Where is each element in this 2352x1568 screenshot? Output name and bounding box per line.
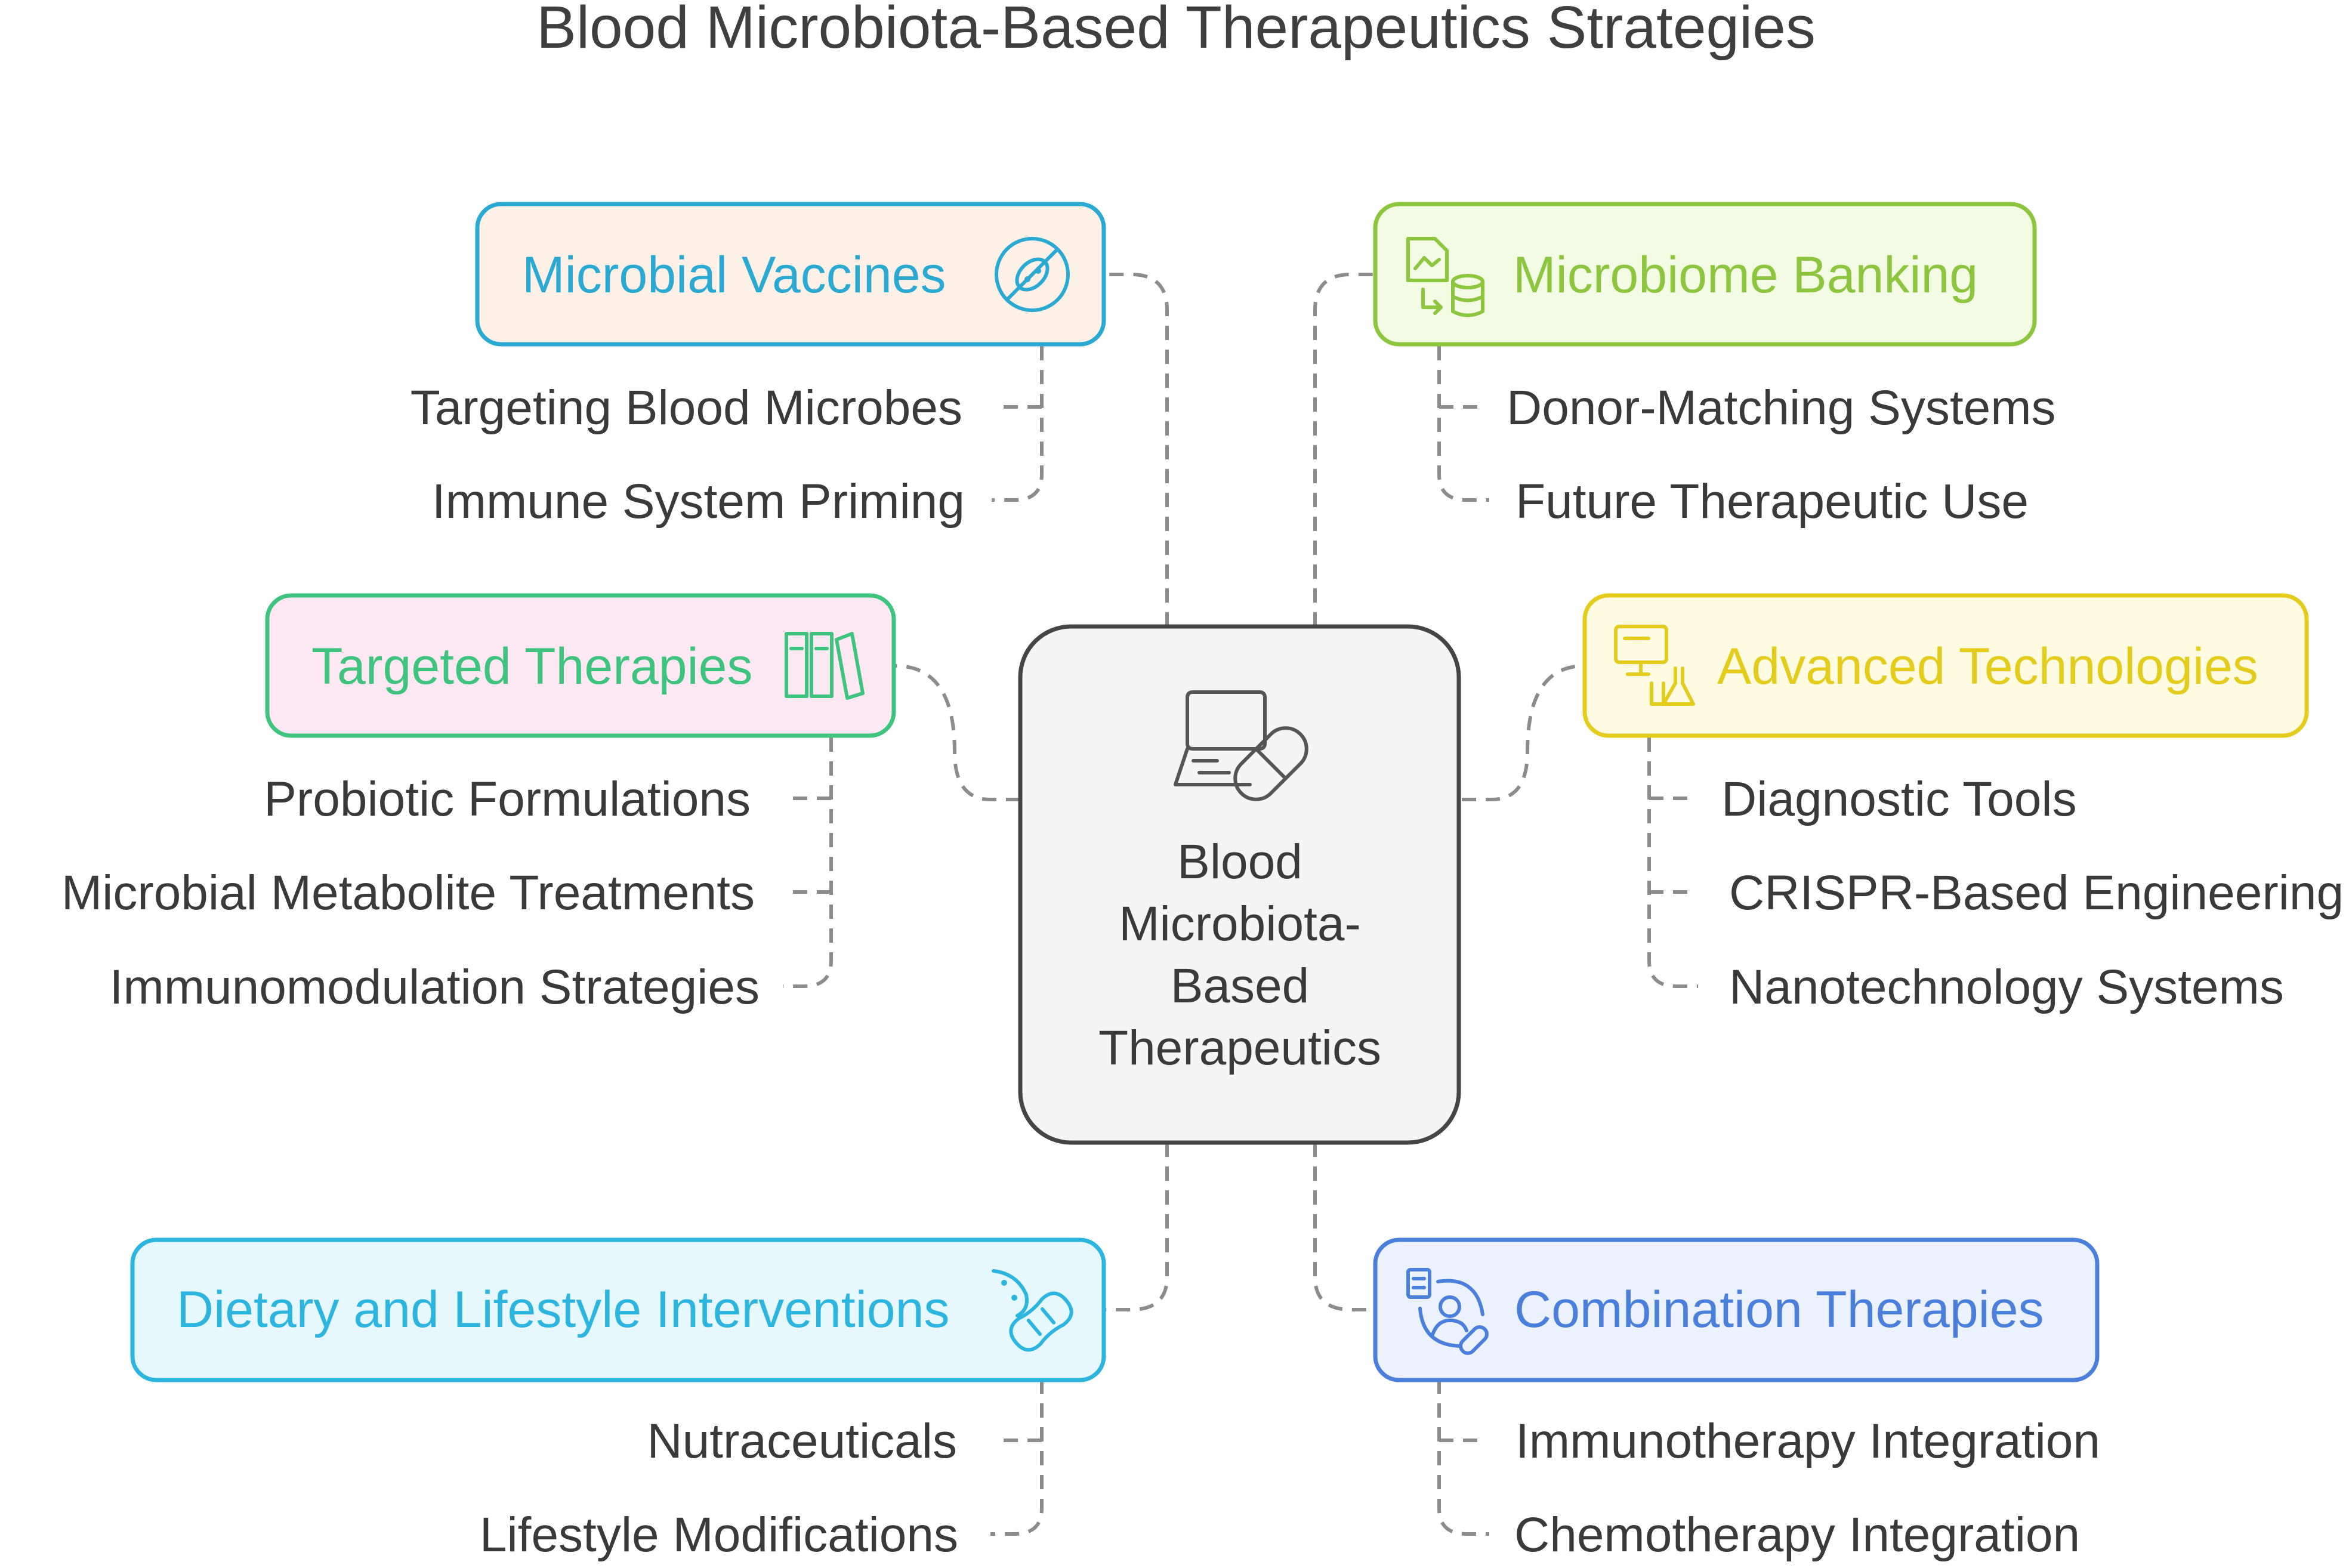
card-advanced-technologies-label: Advanced Technologies — [1717, 638, 2258, 695]
card-dietary-lifestyle: Dietary and Lifestyle Interventions — [130, 1237, 1106, 1382]
card-dietary-lifestyle-label: Dietary and Lifestyle Interventions — [177, 1281, 949, 1338]
center-node: Blood Microbiota- Based Therapeutics — [1018, 624, 1461, 1145]
computer-flask-icon — [1614, 625, 1695, 706]
connector-center-advanced-technologies — [1462, 664, 1585, 801]
card-microbiome-banking-box — [1373, 202, 2037, 347]
patient-pill-icon — [1406, 1268, 1489, 1355]
books-icon — [785, 632, 865, 700]
connector-combination-therapies-items — [1437, 1379, 1489, 1536]
laptop-pill-icon — [1174, 690, 1308, 801]
dietary-lifestyle-item-1: Nutraceuticals — [647, 1414, 957, 1468]
connector-microbiome-banking-items — [1437, 346, 1489, 502]
combination-therapies-item-2: Chemotherapy Integration — [1514, 1508, 2080, 1562]
microbiome-banking-item-1: Donor-Matching Systems — [1507, 381, 2056, 435]
card-microbiome-banking: Microbiome Banking — [1373, 202, 2037, 347]
card-microbiome-banking-label: Microbiome Banking — [1513, 246, 1978, 304]
connector-dietary-lifestyle-items — [990, 1379, 1044, 1536]
targeted-therapies-item-1: Probiotic Formulations — [264, 772, 751, 826]
card-targeted-therapies-label: Targeted Therapies — [311, 638, 752, 695]
targeted-therapies-item-3: Immunomodulation Strategies — [110, 960, 760, 1014]
card-targeted-therapies: Targeted Therapies — [265, 593, 896, 738]
card-microbial-vaccines-label: Microbial Vaccines — [522, 246, 946, 304]
connector-center-dietary-lifestyle — [1106, 1143, 1169, 1311]
peanut-icon — [992, 1269, 1073, 1352]
card-dietary-lifestyle-box — [130, 1237, 1106, 1382]
advanced-technologies-item-3: Nanotechnology Systems — [1729, 960, 2284, 1014]
connector-center-combination-therapies — [1313, 1143, 1375, 1311]
advanced-technologies-item-2: CRISPR-Based Engineering — [1729, 866, 2344, 920]
diagram-title: Blood Microbiota-Based Therapeutics Stra… — [536, 0, 1816, 61]
card-advanced-technologies-box — [1582, 593, 2309, 738]
microbiome-banking-item-2: Future Therapeutic Use — [1515, 474, 2029, 529]
targeted-therapies-item-2: Microbial Metabolite Treatments — [61, 866, 755, 920]
dietary-lifestyle-item-2: Lifestyle Modifications — [480, 1508, 958, 1562]
connector-microbial-vaccines-items — [992, 346, 1044, 502]
center-label-line-3: Based — [1171, 959, 1310, 1013]
advanced-technologies-item-1: Diagnostic Tools — [1721, 772, 2077, 826]
connectors — [783, 273, 1698, 1536]
file-database-icon — [1406, 237, 1484, 317]
connector-advanced-technologies-items — [1647, 737, 1698, 988]
center-node-box — [1018, 624, 1461, 1145]
microbial-vaccines-item-1: Targeting Blood Microbes — [410, 381, 962, 435]
connector-center-microbiome-banking — [1313, 273, 1375, 626]
card-microbial-vaccines: Microbial Vaccines — [475, 202, 1106, 347]
center-label-line-4: Therapeutics — [1098, 1021, 1381, 1075]
microbial-vaccines-item-2: Immune System Priming — [432, 474, 965, 529]
card-combination-therapies-label: Combination Therapies — [1514, 1281, 2044, 1338]
no-bacteria-icon — [995, 237, 1070, 312]
center-label-line-2: Microbiota- — [1119, 897, 1361, 951]
connector-targeted-therapies-items — [783, 737, 833, 988]
card-advanced-technologies: Advanced Technologies — [1582, 593, 2309, 738]
card-combination-therapies-box — [1373, 1237, 2100, 1382]
connector-center-microbial-vaccines — [1106, 273, 1169, 626]
card-microbial-vaccines-box — [475, 202, 1106, 347]
card-targeted-therapies-box — [265, 593, 896, 738]
connector-center-targeted-therapies — [894, 664, 1020, 801]
combination-therapies-item-1: Immunotherapy Integration — [1515, 1414, 2100, 1468]
center-label-line-1: Blood — [1177, 835, 1302, 889]
card-combination-therapies: Combination Therapies — [1373, 1237, 2100, 1382]
